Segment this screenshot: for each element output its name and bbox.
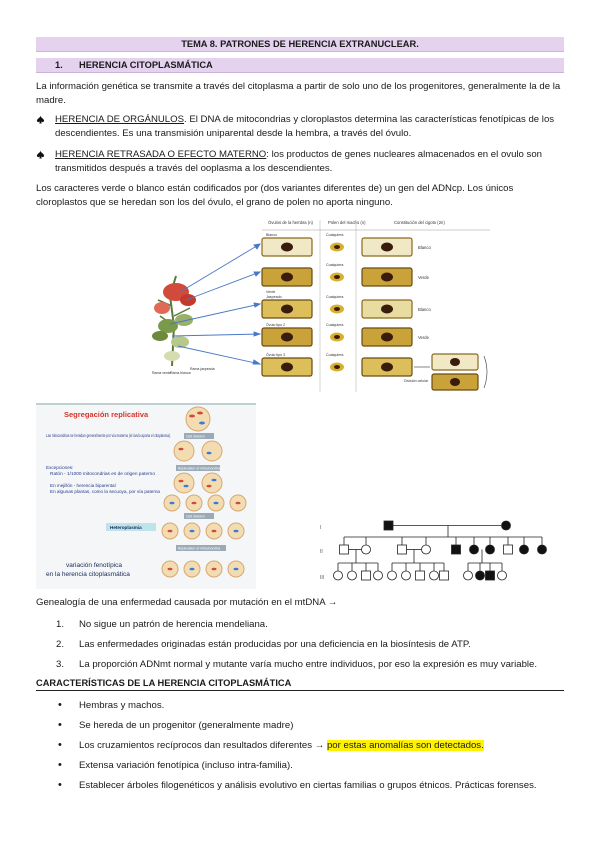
pedigree-chart: I II III [320, 520, 547, 581]
stage-label: Cell division [186, 435, 205, 439]
document-title-bar: TEMA 8. PATRONES DE HERENCIA EXTRANUCLEA… [36, 37, 564, 52]
generation-label: I [320, 525, 321, 531]
figure-result: Blanco [418, 307, 431, 312]
bullet-dot-icon: • [58, 759, 62, 771]
characteristic-text: Hembras y machos. [79, 700, 165, 711]
characteristics-heading: CARACTERÍSTICAS DE LA HERENCIA CITOPLASM… [36, 677, 564, 691]
figure-result: División celular [404, 379, 429, 383]
figure-pollen-label: Cualquiera [326, 323, 343, 327]
spade-bullet-icon [36, 115, 45, 124]
figure-col-header: Óvulos de la hembra (n) [268, 220, 314, 225]
figure-caption: variación fenotípica [66, 562, 122, 569]
bullet-dot-icon: • [58, 699, 62, 711]
bullet-item: HERENCIA RETRASADA O EFECTO MATERNO: los… [36, 148, 564, 176]
bullet-dot-icon: • [58, 779, 62, 791]
figure-text: Las mitocondrias se heredan generalmente… [46, 433, 171, 438]
chloroplast-inheritance-figure: Rama verde Rama blanca Rama jaspeada Óvu… [152, 220, 490, 392]
characteristic-text: Establecer árboles filogenéticos y análi… [79, 780, 537, 791]
plant-label: Rama jaspeada [190, 367, 215, 371]
plant-label: Rama blanca [170, 371, 191, 375]
genealogy-caption: Genealogía de una enfermedad causada por… [36, 597, 338, 608]
figure-exceptions-title: Excepciones: [46, 465, 73, 470]
plant-label: Rama verde [152, 371, 171, 375]
figure-pollen-label: Cualquiera [326, 353, 343, 357]
characteristic-text: Extensa variación fenotípica (incluso in… [79, 760, 293, 771]
figure-caption: en la herencia citoplasmática [46, 571, 130, 578]
plant-illustration: Rama verde Rama blanca Rama jaspeada [152, 275, 215, 375]
chloroplast-paragraph: Los caracteres verde o blanco están codi… [36, 183, 514, 208]
bullet-item: HERENCIA DE ORGÁNULOS. El DNA de mitocon… [36, 113, 564, 141]
generation-label: III [320, 575, 324, 581]
spade-bullet-icon [36, 150, 45, 159]
figure-ovule-label: Verde [266, 290, 275, 294]
heteroplasmia-label: Heteroplasmia [110, 525, 142, 530]
stage-label: Cell division [186, 515, 205, 519]
section-heading: 1. HERENCIA CITOPLASMÁTICA [36, 58, 564, 73]
characteristic-text: Se hereda de un progenitor (generalmente… [79, 720, 294, 731]
figure-ovule-label: Óvulo tipo 3 [266, 352, 285, 357]
figure-pollen-label: Cualquiera [326, 233, 343, 237]
arrows [169, 243, 262, 365]
figure-rows: Blanco Blanco Cualquiera Verde Verde Cua… [261, 233, 488, 391]
bullet-text: . El DNA de mitocondrias y cloroplastos … [55, 114, 555, 139]
figure-result: Verde [418, 335, 430, 340]
numbered-item-text: No sigue un patrón de herencia mendelian… [79, 619, 268, 630]
bullet-term: HERENCIA RETRASADA O EFECTO MATERNO [55, 149, 267, 160]
characteristic-text: Los cruzamientos recíprocos dan resultad… [79, 740, 327, 751]
section-number: 1. [55, 60, 63, 70]
bullet-dot-icon: • [58, 719, 62, 731]
figure-pollen-label: Cualquiera [326, 263, 343, 267]
bullet-text: : los productos de genes nucleares almac… [55, 149, 543, 174]
mitochondria-cells: Cell division Replication of mitochondri… [161, 406, 247, 578]
figure-exception: En algunas plantas, como la secuoya, por… [50, 489, 160, 494]
figure-exception: En mejillón - herencia biparental [50, 483, 116, 488]
generation-label: II [320, 549, 323, 555]
figure-title: Segregación replicativa [64, 410, 149, 419]
numbered-item-text: Las enfermedades originadas están produc… [79, 639, 471, 650]
figure-col-header: Constitución del cigoto (2n) [394, 220, 445, 225]
figure-result: Verde [418, 275, 430, 280]
numbered-item: 1.No sigue un patrón de herencia mendeli… [36, 619, 564, 633]
highlighted-text: por estas anomalías son detectados. [326, 740, 484, 751]
figure-exception: Ratón - 1/1000 mitocondrias es de origen… [50, 471, 155, 476]
characteristic-item: • Se hereda de un progenitor (generalment… [36, 720, 564, 734]
characteristic-item: • Hembras y machos. [36, 700, 564, 714]
numbered-item: 3.La proporción ADNmt normal y mutante v… [36, 659, 564, 673]
characteristic-item: • Establecer árboles filogenéticos y anál… [36, 780, 564, 794]
characteristic-item: • Los cruzamientos recíprocos dan resulta… [36, 740, 564, 754]
numbered-item-text: La proporción ADNmt normal y mutante var… [79, 659, 538, 670]
numbered-item: 2.Las enfermedades originadas están prod… [36, 639, 564, 653]
figure-ovule-label: Blanco [266, 233, 277, 237]
figure-ovule-label: Óvulo tipo 2 [266, 322, 285, 327]
figure-col-header: Polen del macho (n) [328, 220, 366, 225]
stage-label: Replication of mitochondria [178, 547, 220, 551]
intro-paragraph: La información genética se transmite a t… [36, 81, 561, 106]
figure-pollen-label: Cualquiera [326, 295, 343, 299]
stage-label: Replication of mitochondria [178, 467, 220, 471]
document-title: TEMA 8. PATRONES DE HERENCIA EXTRANUCLEA… [181, 39, 419, 49]
figure-result: Blanco [418, 245, 431, 250]
section-title: HERENCIA CITOPLASMÁTICA [79, 60, 213, 70]
characteristic-item: • Extensa variación fenotípica (incluso i… [36, 760, 564, 774]
figure-ovule-label: Jaspeado [266, 295, 282, 299]
bullet-term: HERENCIA DE ORGÁNULOS [55, 114, 185, 125]
replicative-segregation-figure: Segregación replicativa Las mitocondrias… [36, 403, 256, 589]
bullet-dot-icon: • [58, 739, 62, 751]
